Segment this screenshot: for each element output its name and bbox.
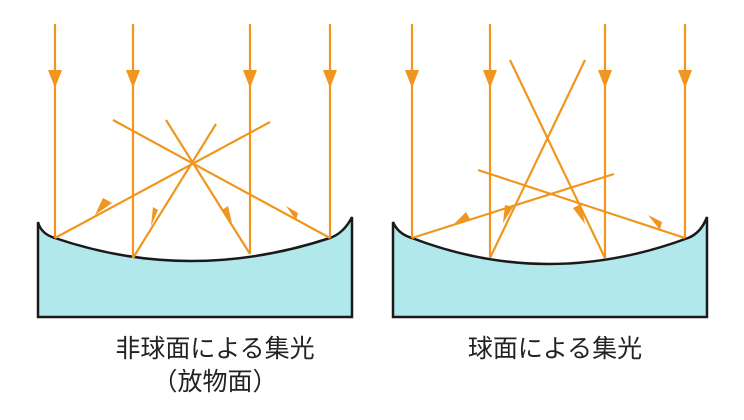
parabolic-caption-title: 非球面による集光 — [115, 334, 315, 363]
spherical-caption-title: 球面による集光 — [467, 334, 643, 363]
spherical-mirror-body — [391, 216, 709, 319]
spherical-incident-rays — [410, 24, 687, 258]
parabolic-mirror-diagram — [36, 24, 354, 319]
parabolic-reflected-arrows — [95, 198, 298, 226]
parabolic-caption-subtitle: （放物面） — [152, 367, 278, 396]
parabolic-incident-rays — [53, 24, 332, 258]
parabolic-reflected-rays — [54, 119, 331, 259]
spherical-reflected-rays — [411, 59, 686, 259]
spherical-mirror-diagram — [391, 24, 709, 319]
parabolic-incident-arrows — [48, 70, 337, 88]
spherical-incident-arrows — [405, 70, 692, 88]
spherical-reflected-arrows — [453, 204, 662, 230]
parabolic-mirror-body — [36, 216, 354, 319]
